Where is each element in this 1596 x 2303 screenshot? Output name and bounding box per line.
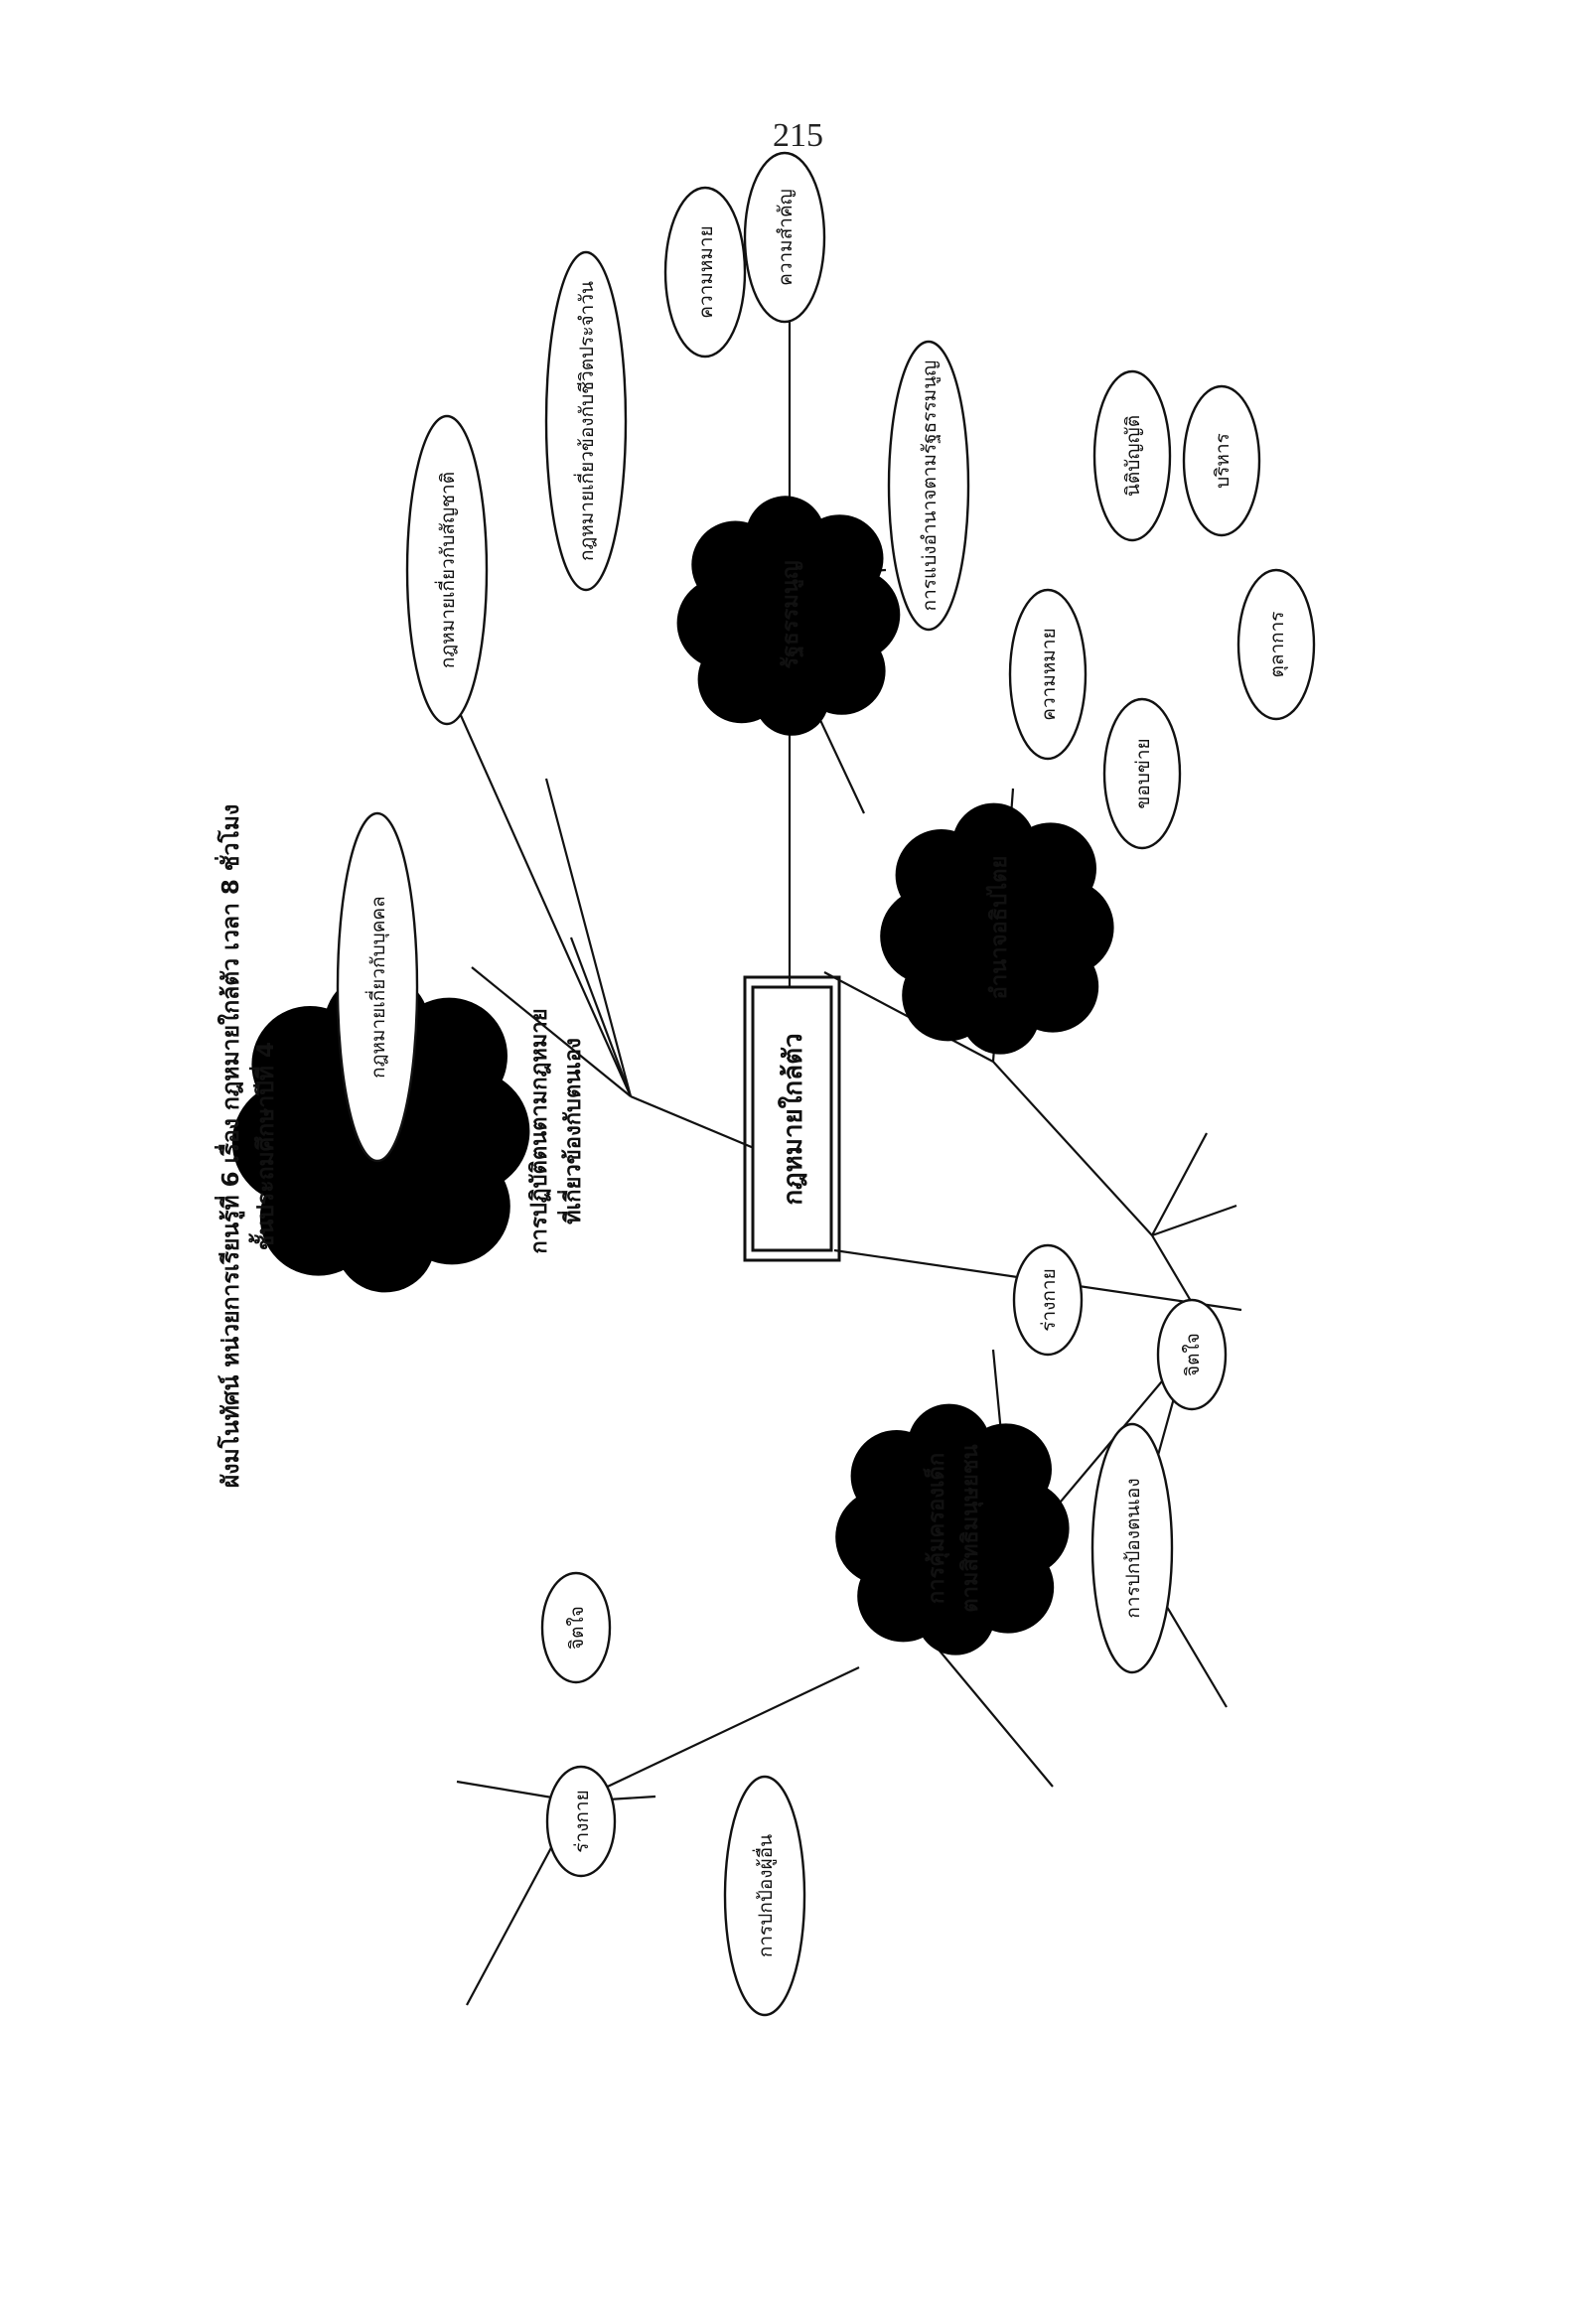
others-protection-label: การปกป้องผู้อื่น [752,1834,777,1957]
others-item-2: ร่างกาย [571,1790,593,1852]
diagram-title: ผังมโนทัศน์ หน่วยการเรียนรู้ที่ 6 เรื่อง… [214,804,279,1488]
constitution-node: รัฐธรรมนูญ [676,496,901,736]
self-item-1: ร่างกาย [1038,1268,1060,1331]
sovereignty-label: อำนาจอธิปไตย [985,856,1012,1000]
title-line1: ผังมโนทัศน์ หน่วยการเรียนรู้ที่ 6 เรื่อง… [214,804,245,1488]
others-item-1: จิตใจ [566,1606,588,1650]
practice-label-line2: ที่เกี่ยวข้องกับตนเอง [556,1038,586,1224]
scope-item-1: นิติบัญญัติ [1122,415,1144,497]
child-protection-leaves: การปกป้องตนเอง ร่างกาย จิตใจ การปกป้องผู… [540,1243,1228,2017]
self-item-2: จิตใจ [1182,1333,1204,1376]
center-node: กฎหมายใกล้ตัว [743,975,841,1262]
scope-item-2: บริหาร [1212,433,1233,489]
constitution-item-2: ความสำคัญ [775,189,797,286]
center-label: กฎหมายใกล้ตัว [778,1033,808,1205]
self-protection-label: การปกป้องตนเอง [1122,1478,1144,1618]
scope-item-3: ตุลาการ [1266,611,1289,677]
constitution-label: รัฐธรรมนูญ [779,560,804,668]
child-protection-node: การคุ้มครองเด็ก ตามสิทธิมนุษยชน [835,1403,1070,1655]
practice-item-3: กฎหมายเกี่ยวข้องกับชีวิตประจำวัน [573,281,598,561]
page-number: 215 [773,117,823,154]
constitution-leaves: ความหมาย ความสำคัญ การแบ่งอำนาจตามรัฐธรร… [663,151,970,632]
practice-item-2: กฎหมายเกี่ยวกับสัญชาติ [434,472,459,668]
title-line2: ชั้นประถมศึกษาปีที่ 4 [248,1042,279,1250]
child-protection-label-line1: การคุ้มครองเด็ก [922,1453,950,1604]
sovereignty-scope: ขอบข่าย [1132,738,1154,808]
sovereignty-node: อำนาจอธิปไตย [880,802,1114,1055]
sovereignty-meaning: ความหมาย [1038,628,1060,720]
practice-node: การปฏิบัติตนตามกฎหมาย ที่เกี่ยวข้องกับตน… [231,972,586,1293]
constitution-item-3: การแบ่งอำนาจตามรัฐธรรมนูญ [919,360,941,612]
constitution-item-1: ความหมาย [695,225,717,318]
practice-item-1: กฎหมายเกี่ยวกับบุคคล [364,896,390,1079]
practice-label-line1: การปฏิบัติตนตามกฎหมาย [527,1008,552,1253]
sovereignty-leaves: ความหมาย ขอบข่าย นิติบัญญัติ บริหาร ตุลา… [1008,369,1316,850]
practice-leaves: กฎหมายเกี่ยวกับบุคคล กฎหมายเกี่ยวกับสัญช… [336,250,628,1163]
child-protection-label-line2: ตามสิทธิมนุษยชน [958,1444,984,1612]
